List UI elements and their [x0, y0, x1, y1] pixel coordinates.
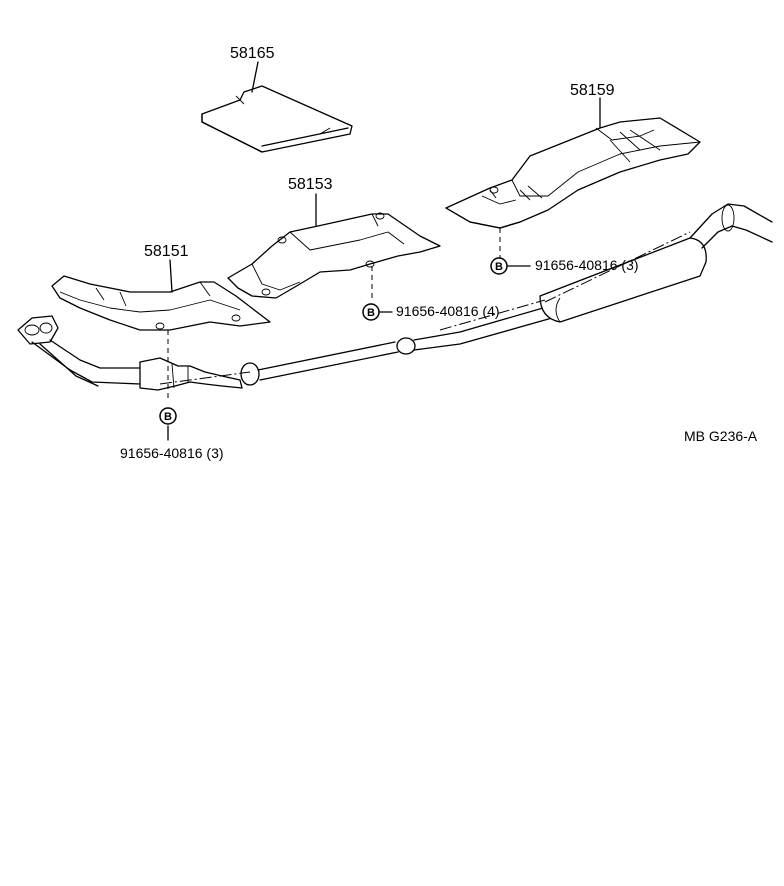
bolt-symbol-3: B: [490, 257, 508, 275]
svg-text:B: B: [367, 307, 375, 319]
fastener-label-1: 91656-40816 (3): [120, 445, 224, 461]
diagram-code: MB G236-A: [684, 428, 758, 444]
part-58153-insulator: [227, 212, 441, 299]
part-label-58153: 58153: [288, 176, 333, 193]
bolt-symbol-2: B: [362, 303, 380, 321]
leader-58165: [251, 61, 259, 93]
fastener-label-3: 91656-40816 (3): [535, 257, 639, 273]
part-label-58159: 58159: [570, 82, 615, 99]
part-58159-insulator: [445, 117, 701, 229]
leader-58151: [169, 259, 173, 293]
part-58165-plate: [201, 85, 353, 153]
svg-text:B: B: [164, 411, 172, 423]
bolt-symbol-1: B: [159, 407, 177, 425]
part-label-58151: 58151: [144, 243, 189, 260]
exhaust-pipe-assembly: [17, 203, 773, 391]
svg-text:B: B: [495, 261, 503, 273]
fastener-label-2: 91656-40816 (4): [396, 303, 500, 319]
part-label-58165: 58165: [230, 45, 275, 62]
part-58151-insulator: [51, 275, 271, 331]
